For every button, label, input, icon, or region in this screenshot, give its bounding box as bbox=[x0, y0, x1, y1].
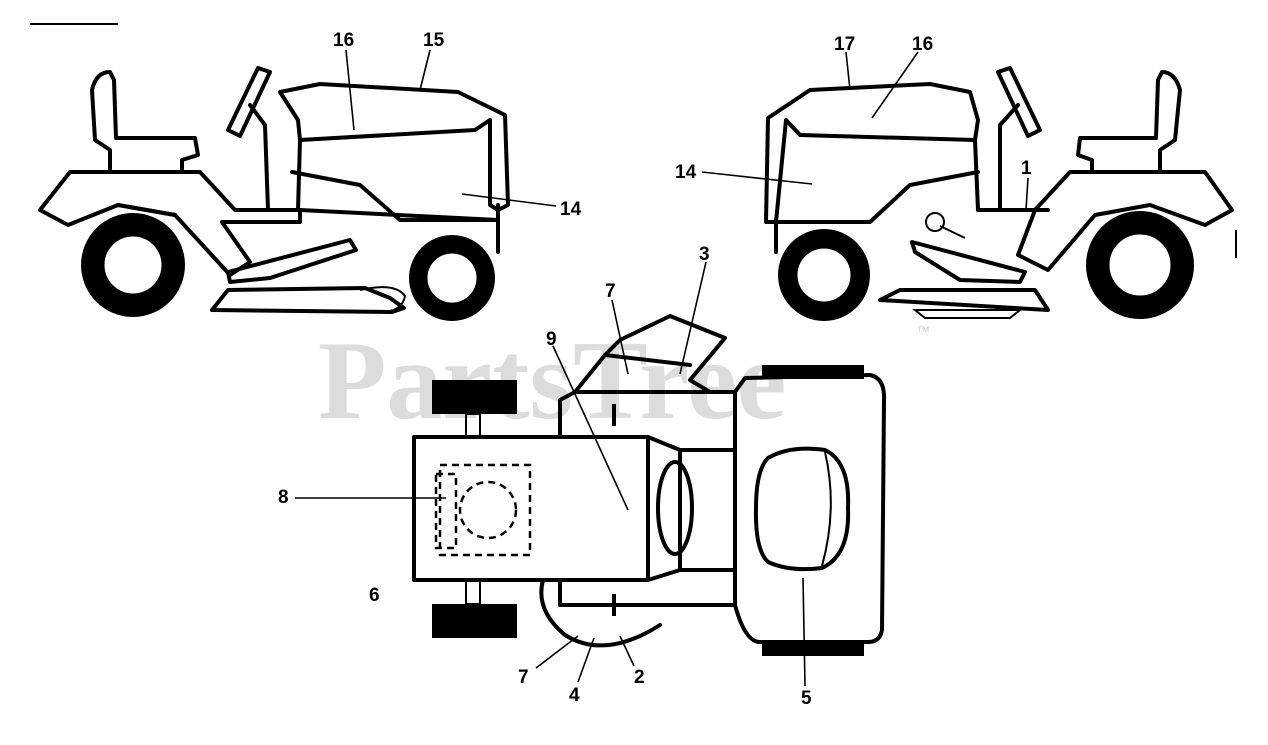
watermark-text: PartsTree bbox=[318, 319, 787, 443]
callout-3: 3 bbox=[699, 244, 710, 265]
leader-lines bbox=[295, 49, 1029, 687]
callout-7-bottom: 7 bbox=[518, 667, 529, 688]
callout-1: 1 bbox=[1021, 158, 1032, 179]
tractor-left-view bbox=[38, 66, 510, 321]
callout-6: 6 bbox=[369, 585, 380, 606]
callout-9: 9 bbox=[546, 329, 557, 350]
watermark-trademark: ™ bbox=[916, 323, 930, 339]
callout-17: 17 bbox=[834, 34, 855, 55]
callout-14-right: 14 bbox=[675, 162, 697, 183]
callout-7-top: 7 bbox=[605, 281, 616, 302]
callout-5: 5 bbox=[801, 688, 812, 709]
callouts: 16 15 14 17 16 14 1 7 3 9 8 6 7 4 2 5 bbox=[278, 30, 1032, 709]
callout-2: 2 bbox=[634, 667, 645, 688]
callout-14-left: 14 bbox=[560, 199, 582, 220]
tractor-right-view bbox=[764, 66, 1237, 321]
callout-16-right: 16 bbox=[912, 34, 933, 55]
tractor-top-view bbox=[412, 314, 887, 656]
callout-16-left: 16 bbox=[333, 30, 354, 51]
callout-8: 8 bbox=[278, 487, 289, 508]
callout-4: 4 bbox=[569, 685, 580, 706]
callout-15: 15 bbox=[423, 30, 445, 51]
